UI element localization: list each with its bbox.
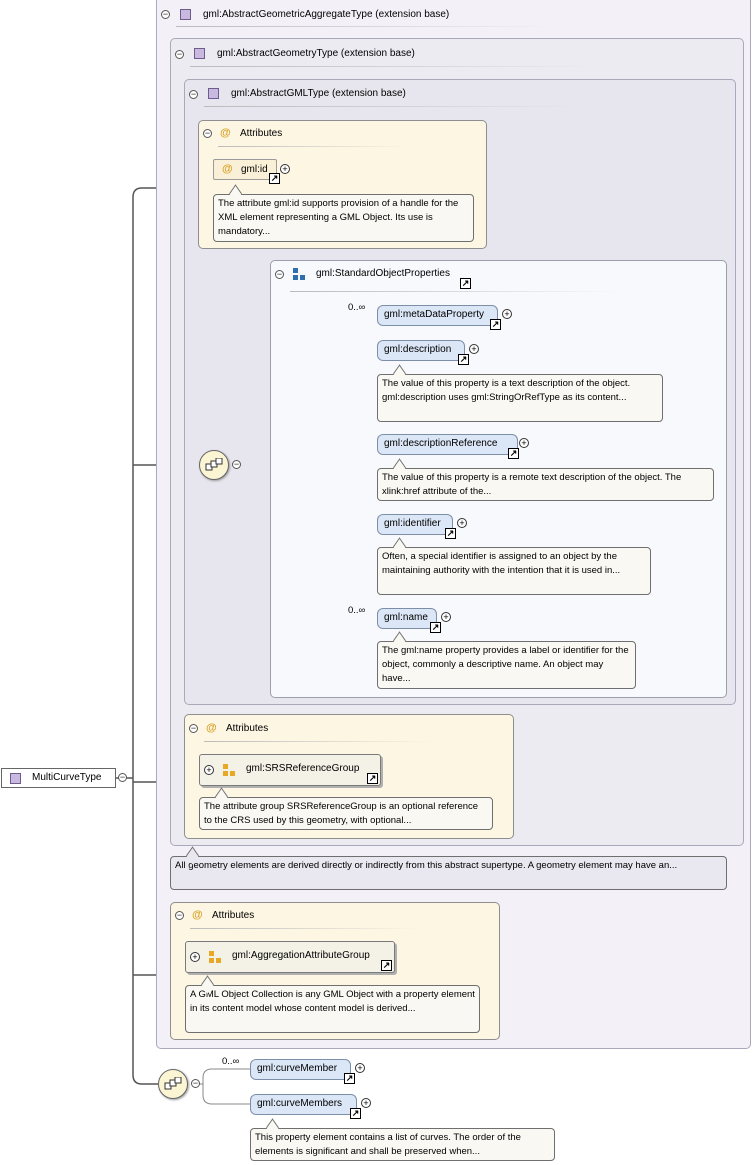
link-icon[interactable]: ↗	[430, 622, 441, 633]
element-curvemembers[interactable]: gml:curveMembers	[250, 1094, 357, 1115]
attribute-icon: @	[206, 722, 217, 734]
link-icon[interactable]: ↗	[458, 354, 469, 365]
attribute-icon: @	[220, 127, 231, 139]
root-multicurvetype[interactable]: MultiCurveType	[1, 768, 116, 788]
link-icon[interactable]: ↗	[350, 1108, 361, 1119]
sequence-icon	[205, 457, 223, 471]
collapse-toggle-root[interactable]: −	[118, 772, 127, 782]
complex-type-icon	[208, 88, 219, 99]
collapse-toggle-sequence[interactable]: −	[191, 1078, 200, 1088]
title-underline	[204, 106, 584, 107]
doc-identifier: Often, a special identifier is assigned …	[377, 547, 651, 595]
aggregate-title: gml:AbstractGeometricAggregateType (exte…	[203, 9, 450, 20]
expand-plus-icon[interactable]: +	[361, 1098, 371, 1108]
expand-plus-icon[interactable]: +	[502, 309, 512, 319]
collapse-toggle-geometry[interactable]: −	[175, 49, 184, 59]
link-icon[interactable]: ↗	[381, 960, 392, 971]
element-metadataproperty[interactable]: gml:metaDataProperty	[377, 305, 498, 326]
element-identifier[interactable]: gml:identifier	[377, 514, 453, 535]
title-underline	[218, 146, 408, 147]
collapse-toggle-attributes[interactable]: −	[175, 910, 184, 920]
sequence-icon	[164, 1076, 182, 1090]
doc-aggregation: A GML Object Collection is any GML Objec…	[185, 985, 480, 1033]
complex-type-icon	[10, 773, 21, 784]
collapse-toggle-sequence[interactable]: −	[232, 459, 241, 469]
doc-name: The gml:name property provides a label o…	[377, 641, 636, 689]
collapse-toggle-gmltype[interactable]: −	[189, 89, 198, 99]
element-name[interactable]: gml:name	[377, 608, 437, 629]
attribute-group-label: gml:SRSReferenceGroup	[246, 763, 360, 774]
link-icon[interactable]: ↗	[508, 448, 519, 459]
complex-type-icon	[194, 48, 205, 59]
attributes-title: Attributes	[240, 128, 283, 139]
element-description[interactable]: gml:description	[377, 340, 465, 361]
attributes-title: Attributes	[226, 723, 269, 734]
model-group-icon	[293, 268, 305, 280]
cardinality-label: 0..∞	[222, 1056, 240, 1067]
attributes-title: Attributes	[212, 910, 255, 921]
link-icon[interactable]: ↗	[460, 278, 471, 289]
collapse-toggle-attributes[interactable]: −	[189, 723, 198, 733]
title-underline	[290, 291, 620, 292]
collapse-toggle-aggregate[interactable]: −	[161, 9, 170, 19]
doc-gml-id: The attribute gml:id supports provision …	[213, 194, 474, 242]
element-curvemember[interactable]: gml:curveMember	[250, 1059, 351, 1080]
attribute-label: gml:id	[241, 164, 268, 175]
doc-curvemembers: This property element contains a list of…	[250, 1128, 555, 1161]
geometry-title: gml:AbstractGeometryType (extension base…	[217, 48, 415, 59]
link-icon[interactable]: ↗	[344, 1073, 355, 1084]
group-title: gml:StandardObjectProperties	[316, 268, 450, 279]
title-underline	[190, 66, 600, 67]
doc-description: The value of this property is a text des…	[377, 374, 663, 422]
title-underline	[176, 26, 556, 27]
collapse-toggle-group[interactable]: −	[275, 269, 284, 279]
expand-plus-icon[interactable]: +	[190, 952, 200, 962]
collapse-toggle-attributes[interactable]: −	[203, 128, 212, 138]
title-underline	[190, 928, 420, 929]
expand-plus-icon[interactable]: +	[355, 1063, 365, 1073]
attribute-group-aggregation[interactable]: + gml:AggregationAttributeGroup ↗	[185, 941, 395, 973]
attribute-gml-id[interactable]: @ gml:id	[213, 159, 277, 180]
cardinality-label: 0..∞	[348, 605, 366, 616]
element-descriptionreference[interactable]: gml:descriptionReference	[377, 434, 518, 455]
expand-plus-icon[interactable]: +	[280, 164, 290, 174]
expand-plus-icon[interactable]: +	[457, 518, 467, 528]
expand-plus-icon[interactable]: +	[441, 612, 451, 622]
cardinality-label: 0..∞	[348, 302, 366, 313]
attribute-icon: @	[192, 909, 203, 921]
attribute-group-srsreference[interactable]: + gml:SRSReferenceGroup ↗	[199, 754, 381, 786]
root-label: MultiCurveType	[32, 772, 102, 783]
doc-srsreference: The attribute group SRSReferenceGroup is…	[199, 797, 493, 830]
link-icon[interactable]: ↗	[490, 319, 501, 330]
sequence-compositor[interactable]	[199, 450, 229, 480]
attribute-group-icon	[223, 764, 235, 776]
title-underline	[204, 741, 434, 742]
attribute-group-label: gml:AggregationAttributeGroup	[232, 950, 370, 961]
gmltype-title: gml:AbstractGMLType (extension base)	[231, 88, 406, 99]
attribute-icon: @	[222, 163, 233, 175]
link-icon[interactable]: ↗	[367, 773, 378, 784]
expand-plus-icon[interactable]: +	[469, 344, 479, 354]
attribute-group-icon	[209, 951, 221, 963]
complex-type-icon	[180, 9, 191, 20]
sequence-compositor[interactable]	[158, 1069, 188, 1099]
link-icon[interactable]: ↗	[445, 528, 456, 539]
expand-plus-icon[interactable]: +	[519, 438, 529, 448]
link-icon[interactable]: ↗	[269, 173, 280, 184]
doc-descriptionreference: The value of this property is a remote t…	[377, 468, 714, 501]
doc-geometry: All geometry elements are derived direct…	[170, 856, 727, 890]
expand-plus-icon[interactable]: +	[204, 765, 214, 775]
